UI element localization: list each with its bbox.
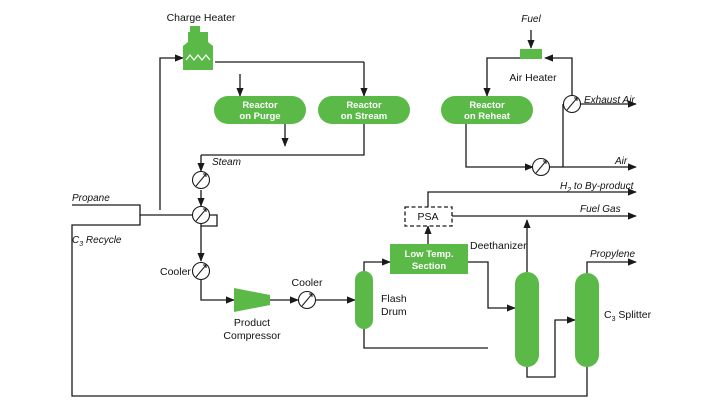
reactor-reheat-label-2: on Reheat bbox=[464, 111, 511, 122]
air-heater bbox=[520, 49, 542, 59]
deethanizer-bottoms-line bbox=[526, 316, 576, 378]
fuel-label: Fuel bbox=[521, 14, 541, 25]
charge-heater-label: Charge Heater bbox=[167, 12, 236, 24]
cooler-2-heat-exchanger bbox=[297, 290, 317, 310]
c3-recycle-line bbox=[71, 215, 588, 397]
propane-label: Propane bbox=[72, 193, 110, 204]
psa-label: PSA bbox=[417, 211, 438, 223]
lts-label-2: Section bbox=[412, 261, 447, 272]
h2-byproduct-label: H2 to By-product bbox=[560, 181, 635, 194]
flash-drum-label-1: Flash bbox=[381, 293, 407, 305]
cooler-1-heat-exchanger bbox=[191, 261, 211, 281]
cooler-1-label: Cooler bbox=[160, 266, 191, 278]
lts-to-deethanizer-line bbox=[468, 261, 516, 312]
reactor-on-reheat: Reactor on Reheat bbox=[441, 96, 533, 124]
reactor-on-purge: Reactor on Purge bbox=[214, 96, 306, 124]
propylene-label: Propylene bbox=[590, 249, 635, 260]
reactor-on-stream: Reactor on Stream bbox=[318, 96, 410, 124]
lts-label-1: Low Temp. bbox=[405, 249, 454, 260]
c3-splitter-column bbox=[575, 273, 599, 367]
propylene-line bbox=[586, 258, 637, 273]
product-compressor-label-2: Compressor bbox=[223, 330, 281, 342]
reactor-stream-label-1: Reactor bbox=[346, 100, 382, 111]
flash-drum-bottom-line bbox=[363, 329, 488, 349]
fuel-gas-label: Fuel Gas bbox=[580, 204, 621, 215]
air-label: Air bbox=[614, 156, 628, 167]
deethanizer-column bbox=[515, 272, 539, 367]
reactor-reheat-label-1: Reactor bbox=[469, 100, 505, 111]
psa-unit: PSA bbox=[404, 206, 453, 227]
low-temp-section: Low Temp. Section bbox=[390, 244, 468, 274]
reactor-stream-label-2: on Stream bbox=[341, 111, 387, 122]
air-heater-label: Air Heater bbox=[509, 72, 557, 84]
flash-drum bbox=[355, 271, 373, 329]
feed-effluent-heat-exchanger bbox=[191, 205, 211, 225]
cooler-to-compressor-line bbox=[200, 280, 235, 304]
process-lines bbox=[71, 30, 637, 397]
flash-drum-label-2: Drum bbox=[381, 306, 407, 318]
c3-recycle-label: C3 Recycle bbox=[72, 235, 122, 248]
product-compressor-label-1: Product bbox=[234, 317, 270, 329]
reactor-purge-label-2: on Purge bbox=[239, 111, 280, 122]
reheat-outlet-heat-exchanger bbox=[531, 157, 551, 177]
reheat-outlet-line bbox=[465, 124, 534, 171]
feed-to-charge-heater-line bbox=[159, 54, 184, 210]
propane-feed-line bbox=[72, 204, 160, 216]
steam-heat-exchanger bbox=[191, 170, 211, 190]
flash-drum-to-lts-line bbox=[363, 258, 391, 271]
reactor-purge-label-1: Reactor bbox=[242, 100, 278, 111]
steam-label: Steam bbox=[212, 157, 241, 168]
exhaust-air-label: Exhaust Air bbox=[584, 95, 635, 106]
charge-heater bbox=[183, 26, 213, 70]
c3-splitter-label: C3 Splitter bbox=[604, 309, 652, 323]
exhaust-air-heat-exchanger bbox=[562, 94, 582, 114]
product-compressor bbox=[234, 288, 270, 312]
cooler-2-label: Cooler bbox=[292, 277, 323, 289]
h2-product-line bbox=[427, 188, 637, 207]
deethanizer-label: Deethanizer bbox=[470, 240, 527, 252]
reactor-stream-outlet-line bbox=[201, 124, 365, 156]
exhaust-hx-to-air-heater-line bbox=[544, 54, 573, 96]
air-heater-to-reheat-line bbox=[483, 57, 520, 97]
